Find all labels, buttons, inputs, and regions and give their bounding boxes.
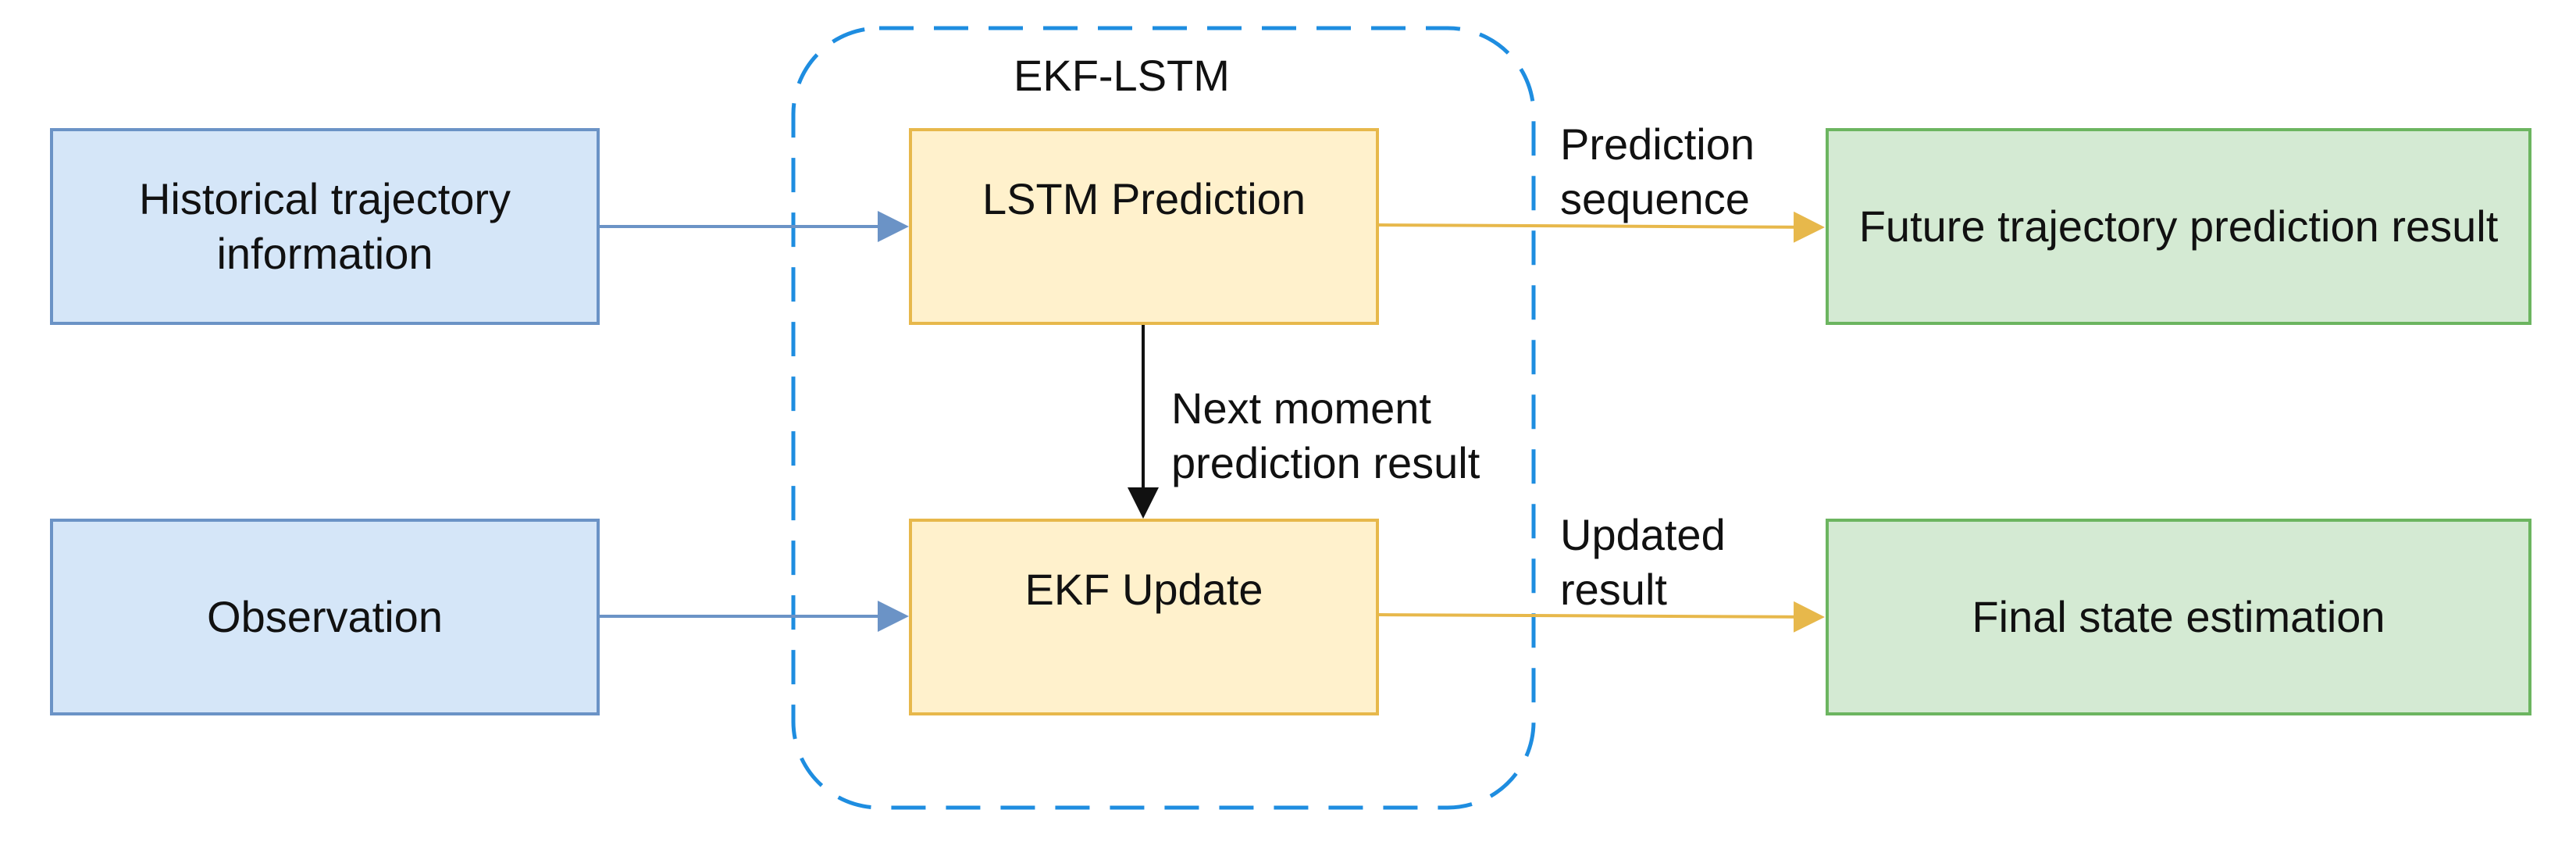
final-state-label: Final state estimation [1972,592,2385,641]
group-title: EKF-LSTM [1014,51,1230,100]
observation-label: Observation [207,592,443,641]
ekf-update-label: EKF Update [1024,565,1263,614]
historical-trajectory-node: Historical trajectory information [50,128,600,325]
edge-ekf-to-final [1378,601,1825,633]
lstm-prediction-label: LSTM Prediction [982,174,1306,223]
edge-lstm-to-future [1378,211,1825,243]
future-trajectory-label: Future trajectory prediction result [1858,202,2499,251]
edge-label-next-moment: Next moment prediction result [1171,384,1480,487]
edge-label-updated-result: Updated result [1560,510,1726,614]
ekf-update-node: EKF Update [909,519,1379,715]
observation-node: Observation [50,519,600,715]
ekf-lstm-group-border [791,26,1536,810]
future-trajectory-node: Future trajectory prediction result [1826,128,2531,325]
edge-label-prediction-sequence: Prediction sequence [1560,120,1755,223]
final-state-node: Final state estimation [1826,519,2531,715]
lstm-prediction-node: LSTM Prediction [909,128,1379,325]
historical-trajectory-label: Historical trajectory information [138,174,511,278]
